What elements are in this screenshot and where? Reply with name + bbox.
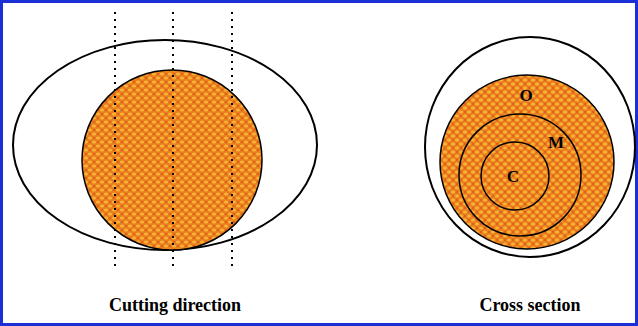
middle-region: MC bbox=[458, 113, 582, 237]
region-letter: O bbox=[519, 87, 532, 104]
region-letter: C bbox=[507, 168, 519, 185]
egg-outline bbox=[13, 40, 317, 250]
outer-region: OMC bbox=[439, 74, 615, 250]
core-region: C bbox=[480, 141, 550, 211]
figure-caption: Cutting direction bbox=[109, 296, 241, 314]
cut-line bbox=[114, 12, 116, 266]
region-circle bbox=[440, 75, 614, 249]
cut-line bbox=[172, 12, 174, 266]
cut-line bbox=[231, 12, 233, 266]
figure-caption: Cross section bbox=[479, 296, 580, 314]
section-outline bbox=[425, 37, 635, 257]
region-circle bbox=[481, 142, 549, 210]
region-outline bbox=[458, 113, 582, 237]
region-circle bbox=[459, 114, 581, 236]
region-letter: M bbox=[548, 134, 564, 151]
